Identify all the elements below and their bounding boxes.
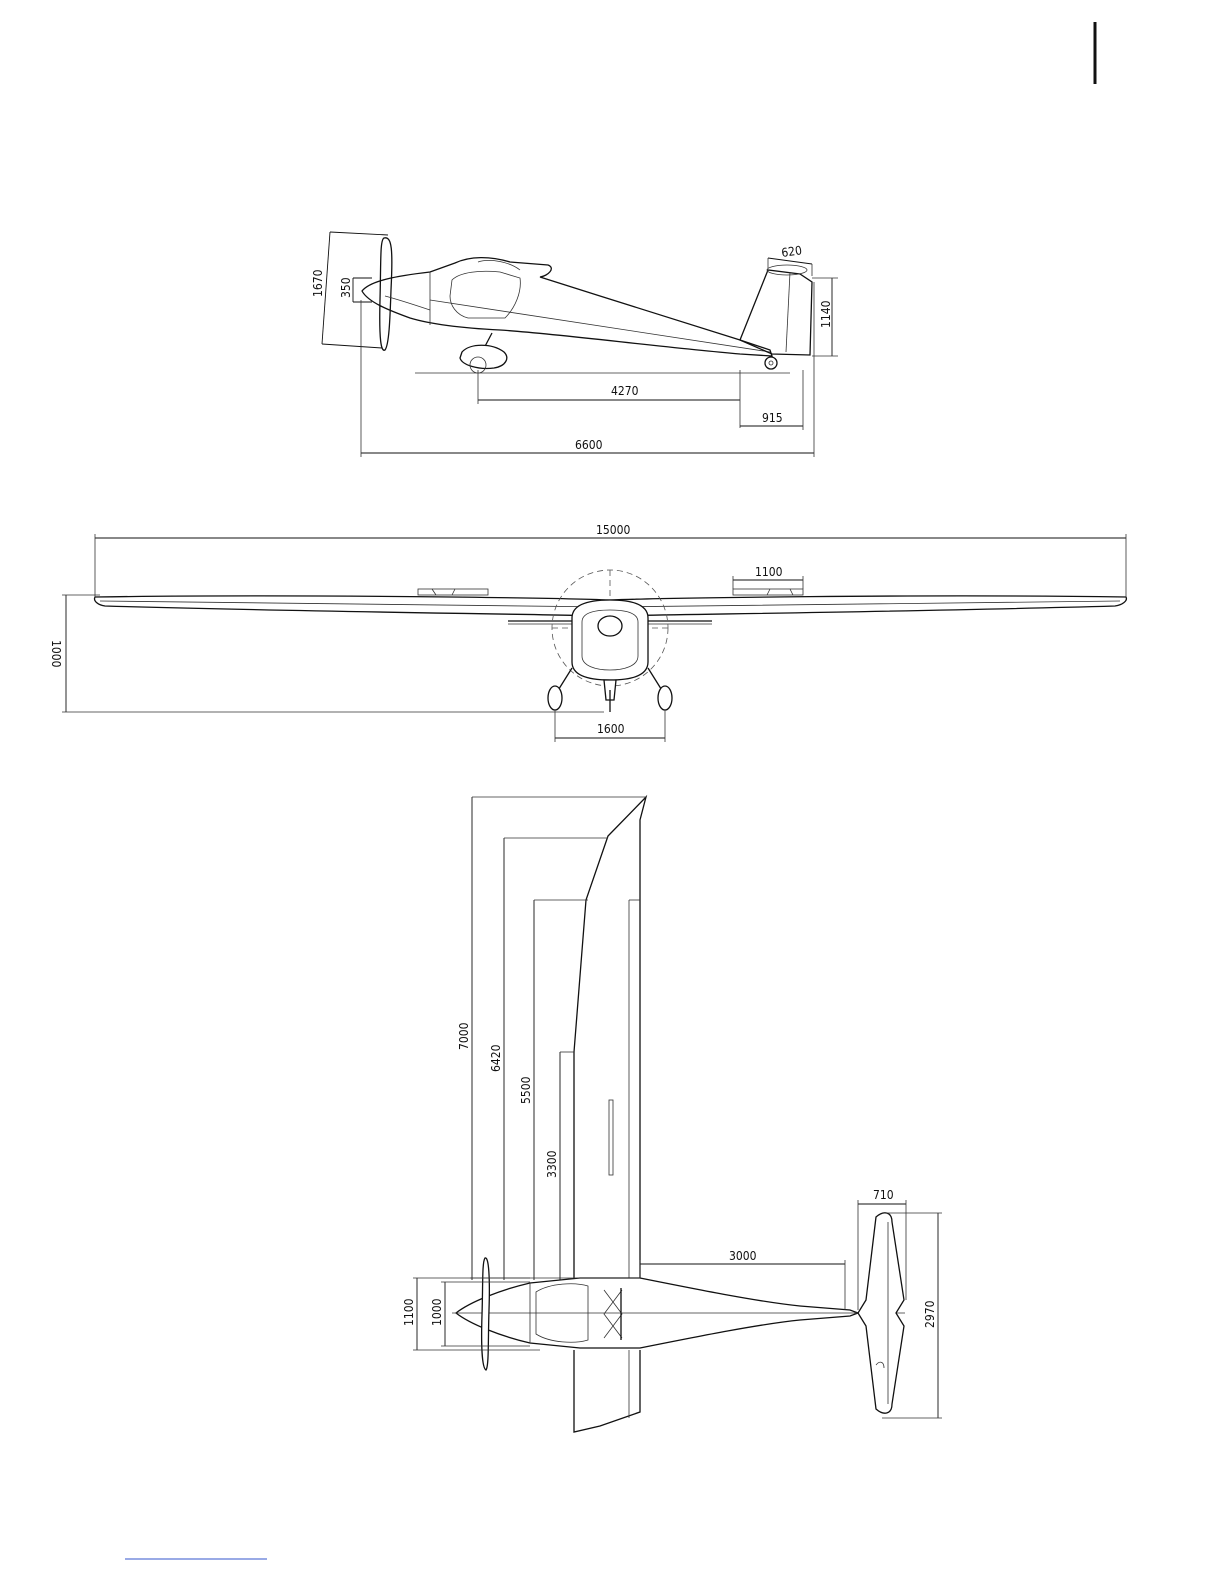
dim-span-6420: 6420 [489,1044,503,1072]
front-view: 15000 1100 1000 1600 [49,523,1126,742]
dim-prop-diameter: 1670 [311,269,325,297]
dim-fin-height: 1140 [819,300,833,328]
dim-spinner: 350 [339,277,353,298]
dim-tail-span: 2970 [923,1300,937,1328]
dim-wingspan: 15000 [596,523,630,537]
side-view: 1670 350 620 1140 4270 915 6600 [311,232,838,457]
top-view: 7000 6420 5500 3300 3000 710 2970 110 [402,797,942,1432]
dim-span-5500: 5500 [519,1076,533,1104]
dim-span-3300: 3300 [545,1150,559,1178]
dim-tail-chord: 710 [873,1188,894,1202]
dim-track: 1600 [597,722,625,736]
dim-tail-gear: 915 [762,411,783,425]
dim-tail-arm: 3000 [729,1249,757,1263]
dim-wing-panel: 1100 [755,565,783,579]
dim-fuselage-outer: 1100 [402,1298,416,1326]
dim-fin-chord: 620 [780,243,802,260]
dim-wheelbase: 4270 [611,384,639,398]
dim-fuselage-inner: 1000 [430,1298,444,1326]
dim-span-7000: 7000 [457,1022,471,1050]
dim-height: 1000 [49,640,63,668]
dim-overall-length: 6600 [575,438,603,452]
